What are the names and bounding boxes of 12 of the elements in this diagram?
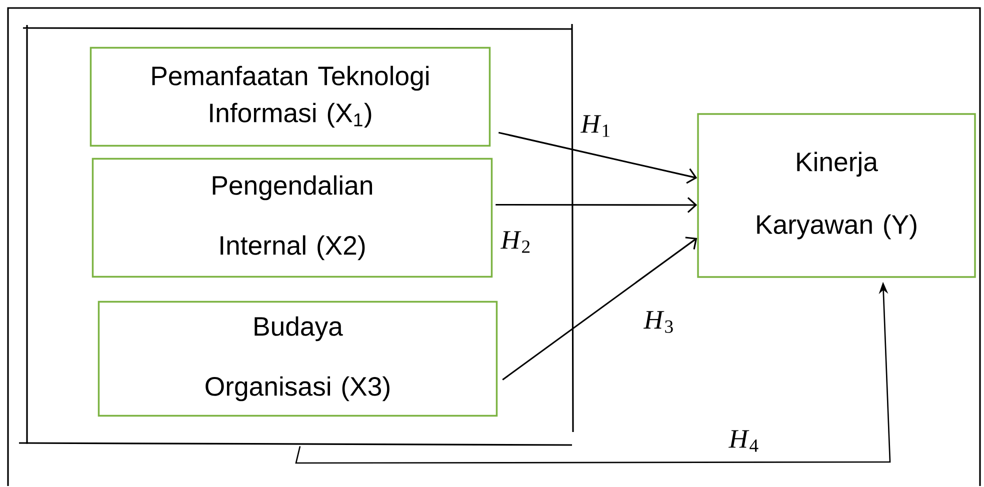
variable-box: Pengendalian Internal (X2) xyxy=(92,158,493,278)
variable-box: Budaya Organisasi (X3) xyxy=(98,300,498,417)
variable-box: Kinerja Karyawan (Y) xyxy=(697,113,976,278)
edge-label: H$_{3}$ xyxy=(643,311,673,333)
group-bracket xyxy=(18,23,574,446)
arrow xyxy=(498,132,698,184)
edge-label: H$_{2}$ xyxy=(500,231,530,253)
variable-box: Pemanfaatan Teknologi Informasi (X$_{1}$) xyxy=(90,46,491,147)
arrow xyxy=(502,236,698,380)
arrow xyxy=(496,197,698,213)
edge-label: H$_{4}$ xyxy=(728,430,758,452)
edge-label: H$_{1}$ xyxy=(580,115,610,137)
